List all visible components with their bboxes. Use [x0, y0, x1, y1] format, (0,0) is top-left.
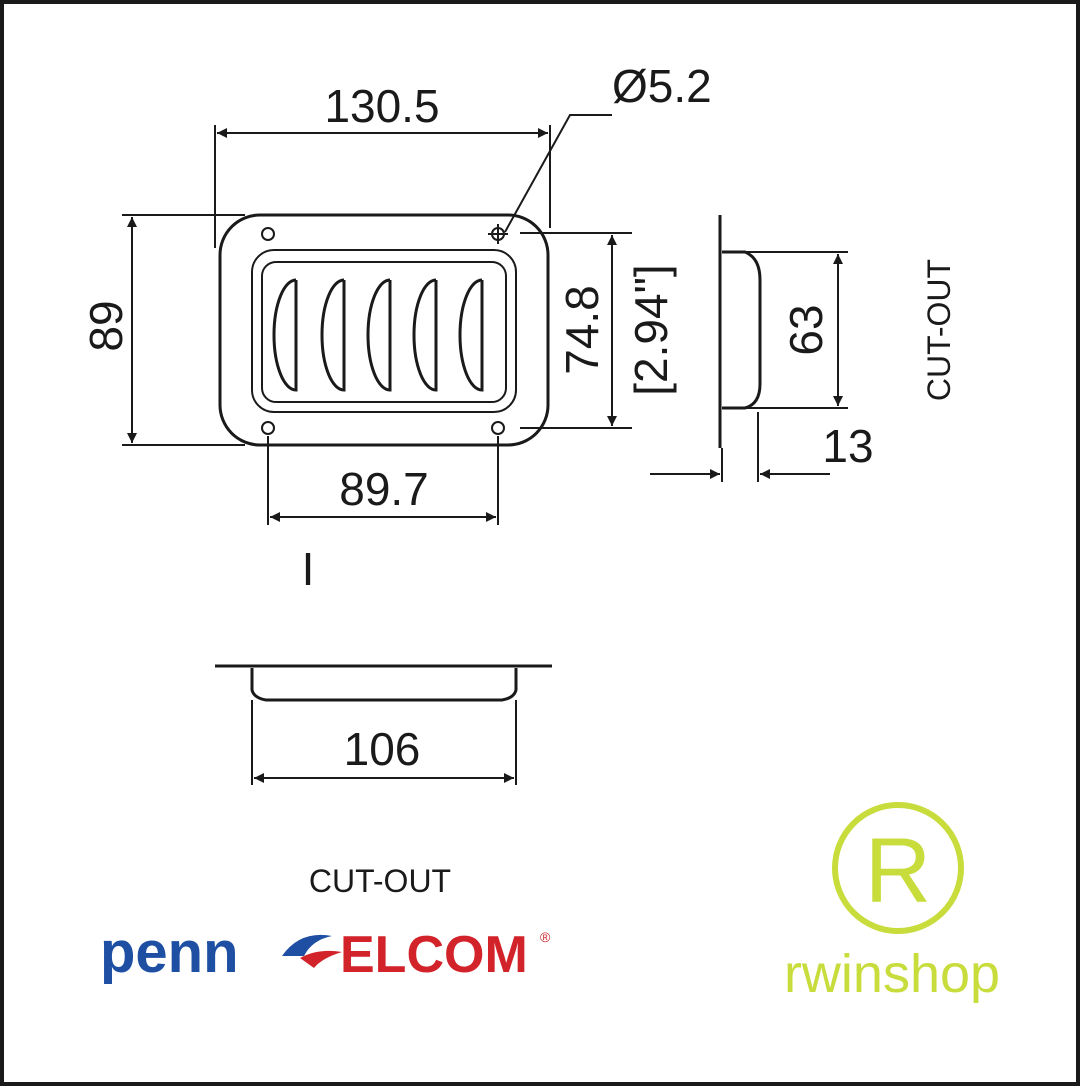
penn-elcom-logo: penn ELCOM ®: [100, 920, 551, 985]
dim-hole-diameter: Ø5.2: [612, 60, 712, 112]
louvres: [272, 278, 484, 392]
shop-symbol: R: [865, 820, 931, 922]
dim-side-depth: 13: [822, 420, 873, 472]
bottom-view: 106 CUT-OUT: [215, 664, 552, 899]
dim-inner-height: 74.8: [556, 285, 608, 375]
recess-outer: [251, 249, 517, 413]
dim-bottom-width: 106: [344, 723, 421, 775]
louvre-slot: [458, 278, 484, 392]
dim-inner-height-inch: [2.94"]: [625, 264, 677, 395]
flange-outline: [218, 213, 550, 447]
louvre-slot: [412, 278, 438, 392]
logo-swoosh-icon: [282, 934, 342, 968]
logo-registered: ®: [540, 929, 551, 945]
logo-elcom-text: ELCOM: [340, 926, 528, 984]
dim-height-overall: 89: [80, 300, 132, 351]
logo-penn-text: penn: [100, 920, 239, 985]
louvre-slot: [366, 278, 392, 392]
louvre-slot: [320, 278, 346, 392]
bottom-recess: [250, 668, 518, 702]
side-view: 63 13 CUT-OUT: [650, 215, 957, 482]
label-cutout-bottom: CUT-OUT: [309, 863, 451, 899]
mount-hole: [491, 421, 505, 435]
louvre-slot: [272, 278, 298, 392]
recess-inner: [261, 261, 507, 403]
mount-hole: [261, 421, 275, 435]
dim-width-overall: 130.5: [324, 80, 439, 132]
label-cutout-side: CUT-OUT: [921, 259, 957, 401]
dim-hole-spacing: 89.7: [339, 463, 429, 515]
rwinshop-logo: R rwinshop: [784, 802, 1000, 1004]
leader-hole: [504, 114, 612, 233]
side-recess: [722, 250, 762, 410]
front-view: 130.5 Ø5.2 89 74.8 [2.94"] 89.7 I: [80, 60, 712, 595]
section-marker: I: [302, 543, 315, 595]
registered-circle-icon: [832, 802, 964, 934]
mount-hole: [261, 227, 275, 241]
shop-name: rwinshop: [784, 944, 1000, 1004]
dim-side-height: 63: [780, 304, 832, 355]
